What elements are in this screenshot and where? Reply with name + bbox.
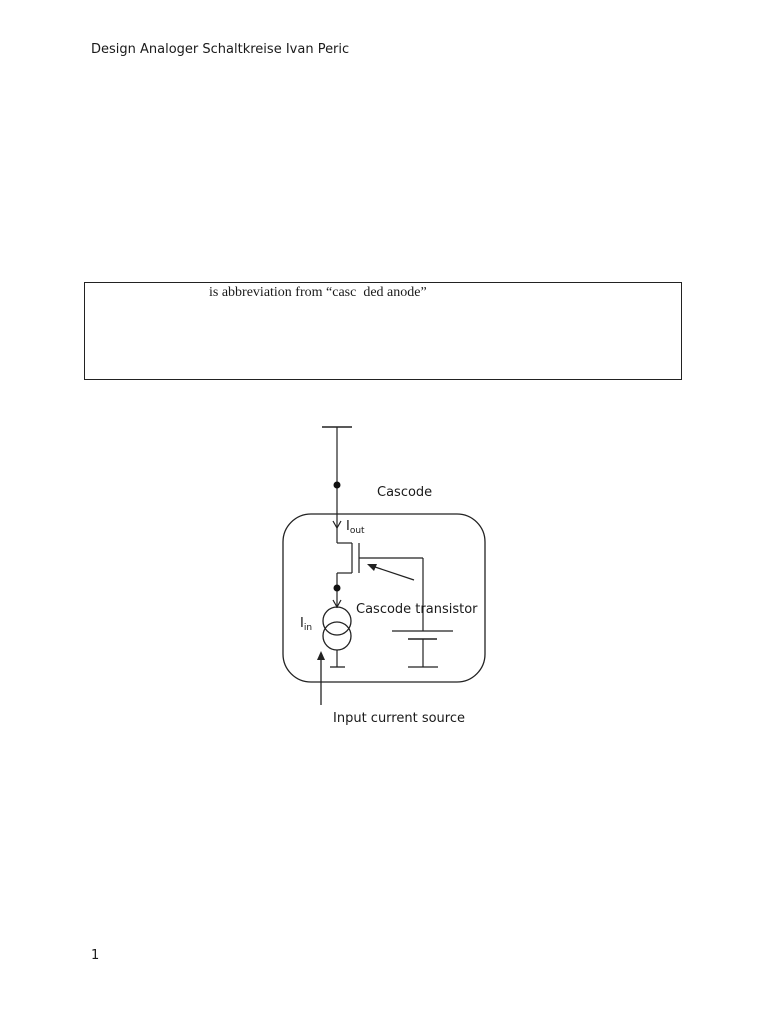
current-source-upper-circle [322,606,352,636]
cascode-block-outline [282,513,486,683]
iout-main: I [346,519,350,534]
cascode-transistor-label: Cascode transistor [356,602,478,617]
iin-label: Iin [300,616,312,633]
note-text: is abbreviation from “casc ded anode” [209,285,427,300]
iin-subscript: in [304,623,312,633]
source-pointer-head [317,651,325,660]
note-box: is abbreviation from “casc ded anode” [84,282,682,380]
transistor-pointer-line [371,565,415,581]
cascode-label: Cascode [377,485,432,500]
iout-label: Iout [346,519,365,536]
iin-main: I [300,616,304,631]
source-node-dot [333,584,341,592]
top-node-dot [333,481,341,489]
iout-subscript: out [350,526,365,536]
iout-arrow [332,520,342,530]
page-number: 1 [91,948,100,963]
page-header: Design Analoger Schaltkreise Ivan Peric [91,42,350,57]
current-source-lower-circle [322,621,352,651]
transistor-pointer-head [367,564,377,571]
input-current-source-label: Input current source [333,711,465,726]
